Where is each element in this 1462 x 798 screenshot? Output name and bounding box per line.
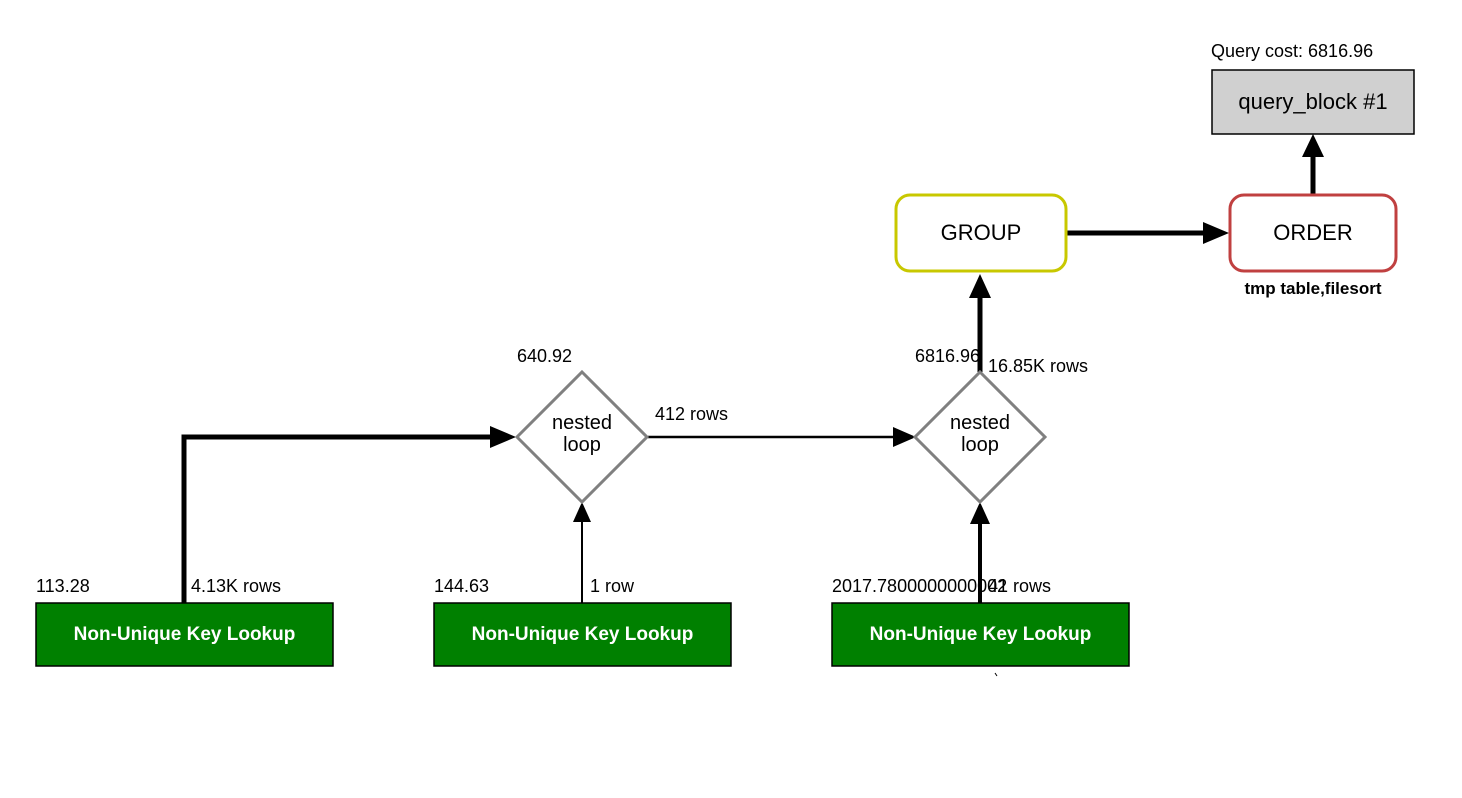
nested-loop-1-cost: 640.92 [517, 346, 573, 366]
lookup-2-cost: 144.63 [434, 576, 490, 596]
group-label: GROUP [940, 220, 1022, 245]
lookup-1-node[interactable] [35, 602, 334, 667]
edge-loop1-to-loop2-rows: 412 rows [655, 404, 729, 424]
edge-loop1-to-loop2-arrowhead [893, 427, 916, 447]
nested-loop-2-label-line1: nested [949, 412, 1011, 434]
edge-lookup2-to-loop1-arrowhead [573, 502, 591, 522]
lookup-3-node[interactable] [831, 602, 1130, 667]
nested-loop-2-node[interactable] [912, 369, 1048, 505]
nested-loop-1-node[interactable] [514, 369, 650, 505]
lookup-2-node[interactable] [433, 602, 732, 667]
query-cost-label: Query cost: 6816.96 [1211, 41, 1374, 61]
lookup-2-rows: 1 row [590, 576, 635, 596]
nested-loop-2-label-line2: loop [961, 434, 999, 456]
query-block-node[interactable] [1211, 69, 1415, 135]
group-node[interactable] [894, 193, 1068, 273]
edge-group-to-order-arrowhead [1203, 222, 1229, 244]
nested-loop-1-label-line2: loop [563, 434, 601, 456]
order-node[interactable] [1228, 193, 1398, 273]
lookup-3-rows: 41 rows [988, 576, 1052, 596]
query-block-label: query_block #1 [1238, 89, 1388, 114]
small-tick-mark [994, 672, 998, 677]
lookup-1-rows: 4.13K rows [191, 576, 282, 596]
edge-loop2-to-group-arrowhead [969, 274, 991, 298]
order-label: ORDER [1273, 220, 1353, 245]
lookup-3-cost: 2017.7800000000002 [832, 576, 1008, 596]
edge-loop2-to-group-rows: 16.85K rows [988, 356, 1089, 376]
edge-lookup3-to-loop2-arrowhead [970, 502, 990, 524]
lookup-1-cost: 113.28 [36, 576, 90, 596]
lookup-2-label: Non-Unique Key Lookup [471, 623, 694, 645]
edge-lookup1-to-loop1 [181, 434, 494, 603]
order-note: tmp table,filesort [1244, 279, 1382, 298]
lookup-1-label: Non-Unique Key Lookup [73, 623, 296, 645]
edge-lookup1-to-loop1-arrowhead [490, 426, 516, 448]
nested-loop-2-cost: 6816.96 [915, 346, 981, 366]
nested-loop-1-label-line1: nested [551, 412, 613, 434]
edge-order-to-queryblock-arrowhead [1302, 134, 1324, 157]
lookup-3-label: Non-Unique Key Lookup [869, 623, 1092, 645]
